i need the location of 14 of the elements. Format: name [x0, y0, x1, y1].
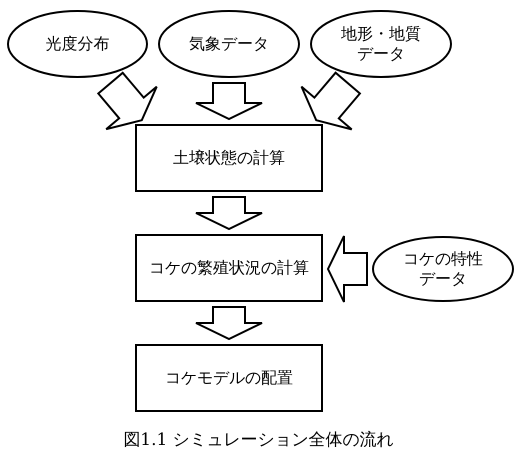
block-arrow: [195, 82, 263, 120]
block-arrow: [300, 71, 362, 130]
process-box: コケの繁殖状況の計算: [135, 234, 323, 302]
input-ellipse: 地形・地質データ: [310, 10, 452, 78]
block-arrow: [195, 196, 263, 230]
input-ellipse: コケの特性データ: [372, 236, 514, 302]
figure-caption: 図1.1 シミュレーション全体の流れ: [123, 430, 394, 450]
block-arrow: [195, 306, 263, 340]
block-arrow: [326, 235, 368, 303]
process-box: コケモデルの配置: [135, 344, 323, 412]
block-arrow: [96, 71, 158, 130]
process-box: 土壌状態の計算: [135, 124, 323, 192]
input-ellipse: 気象データ: [158, 10, 300, 78]
input-ellipse: 光度分布: [7, 10, 148, 78]
